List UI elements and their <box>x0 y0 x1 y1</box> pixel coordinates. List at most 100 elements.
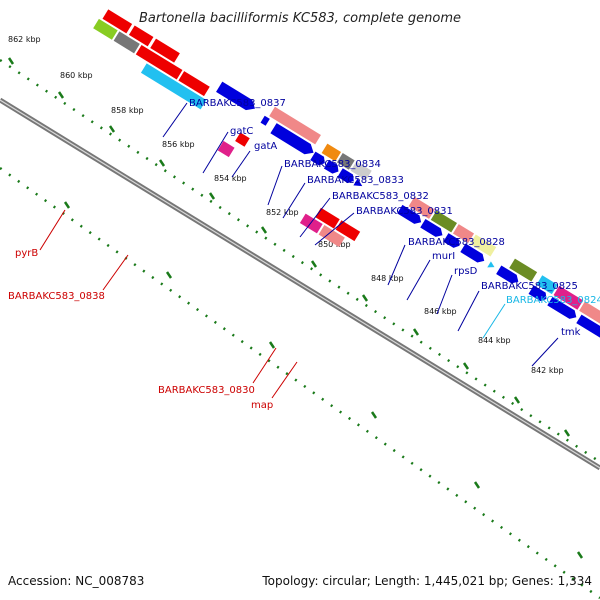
leader-line <box>406 259 431 301</box>
gene-feature <box>323 159 339 174</box>
gene-label: gatA <box>254 141 277 152</box>
leader-line <box>102 254 129 291</box>
gene-feature <box>528 285 547 302</box>
gene-label: BARBAKC583_0837 <box>189 98 286 109</box>
gene-feature <box>217 140 235 158</box>
kbp-label: 856 kbp <box>162 140 195 149</box>
kbp-label: 852 kbp <box>266 208 299 217</box>
gene-label: pyrB <box>15 248 38 259</box>
gene-feature <box>128 25 154 47</box>
gene-feature <box>430 210 457 233</box>
leader-line <box>457 290 480 332</box>
leader-line <box>299 197 331 238</box>
gene-feature <box>336 153 355 170</box>
gene-feature <box>299 213 323 234</box>
gene-label: gatC <box>230 126 253 137</box>
gene-feature <box>452 224 475 243</box>
leader-line <box>39 209 66 251</box>
tick-mark <box>208 192 216 200</box>
leader-line <box>252 347 277 384</box>
gene-label: BARBAKC583_0824 <box>506 295 600 306</box>
leader-line <box>387 244 406 286</box>
kbp-label: 846 kbp <box>424 307 457 316</box>
tick-mark <box>158 159 166 167</box>
outer-tick-ring <box>0 58 600 464</box>
tick-mark <box>412 328 420 336</box>
tick-mark <box>7 57 15 65</box>
genome-backbone-highlight <box>0 99 600 469</box>
gene-feature <box>420 218 443 237</box>
gene-label: BARBAKC583_0828 <box>408 237 505 248</box>
gene-feature <box>315 207 340 229</box>
leader-line <box>231 150 251 178</box>
gene-label: BARBAKC583_0838 <box>8 291 105 302</box>
gene-feature <box>318 225 345 247</box>
gene-label: BARBAKC583_0834 <box>284 159 381 170</box>
gene-feature <box>443 233 460 248</box>
inner-tick-ring <box>0 166 600 600</box>
kbp-label: 862 kbp <box>8 35 41 44</box>
tick-mark <box>108 125 116 133</box>
gene-feature <box>135 44 183 80</box>
gene-label: BARBAKC583_0832 <box>332 191 429 202</box>
gene-feature <box>408 196 435 219</box>
gene-label: map <box>251 400 273 411</box>
gene-feature <box>337 168 354 184</box>
gene-feature <box>353 178 363 187</box>
gene-feature <box>536 275 558 295</box>
gene-feature <box>487 261 495 268</box>
map-title: Bartonella bacilliformis KC583, complete… <box>139 11 461 26</box>
gene-feature <box>216 81 255 111</box>
gene-label: BARBAKC583_0825 <box>481 281 578 292</box>
gene-feature <box>102 9 133 34</box>
tick-mark <box>63 201 71 209</box>
gene-feature <box>553 285 584 310</box>
gene-feature <box>397 204 422 224</box>
gene-label: BARBAKC583_0833 <box>307 175 404 186</box>
gene-label: murI <box>432 251 455 262</box>
gene-feature <box>113 31 140 54</box>
gene-feature <box>93 18 118 40</box>
kbp-label: 854 kbp <box>214 174 247 183</box>
accession-text: Accession: NC_008783 <box>8 574 144 588</box>
tick-mark <box>462 362 470 370</box>
leader-line <box>531 337 559 367</box>
gene-feature <box>269 106 321 145</box>
tick-mark <box>260 226 268 234</box>
gene-feature <box>321 143 342 162</box>
tick-mark <box>57 91 65 99</box>
leader-line <box>436 274 453 315</box>
gene-feature <box>460 243 485 263</box>
gene-feature <box>140 63 207 110</box>
leader-lines <box>39 102 559 399</box>
gene-feature <box>496 265 519 284</box>
genome-summary-text: Topology: circular; Length: 1,445,021 bp… <box>261 574 592 588</box>
kbp-label: 858 kbp <box>111 106 144 115</box>
gene-feature <box>178 71 210 97</box>
leader-line <box>282 182 306 219</box>
gene-feature <box>509 258 538 282</box>
tick-mark <box>576 551 584 559</box>
gene-label: tmk <box>561 327 581 338</box>
gene-feature <box>469 234 497 257</box>
leader-line <box>482 303 506 339</box>
kbp-label: 860 kbp <box>60 71 93 80</box>
leader-line <box>271 361 298 399</box>
gene-feature <box>579 301 600 341</box>
gene-label: rpsD <box>454 266 478 277</box>
tick-mark <box>361 294 369 302</box>
leader-line <box>162 102 188 138</box>
kbp-label: 844 kbp <box>478 336 511 345</box>
gene-feature <box>547 296 577 319</box>
tick-mark <box>563 429 571 437</box>
tick-mark <box>165 271 173 279</box>
gene-feature <box>310 151 325 166</box>
leader-line <box>202 131 229 174</box>
gene-label: BARBAKC583_0831 <box>356 206 453 217</box>
leader-line <box>314 212 355 246</box>
gene-feature <box>576 314 600 347</box>
tick-mark <box>268 341 276 349</box>
tick-mark <box>513 396 521 404</box>
